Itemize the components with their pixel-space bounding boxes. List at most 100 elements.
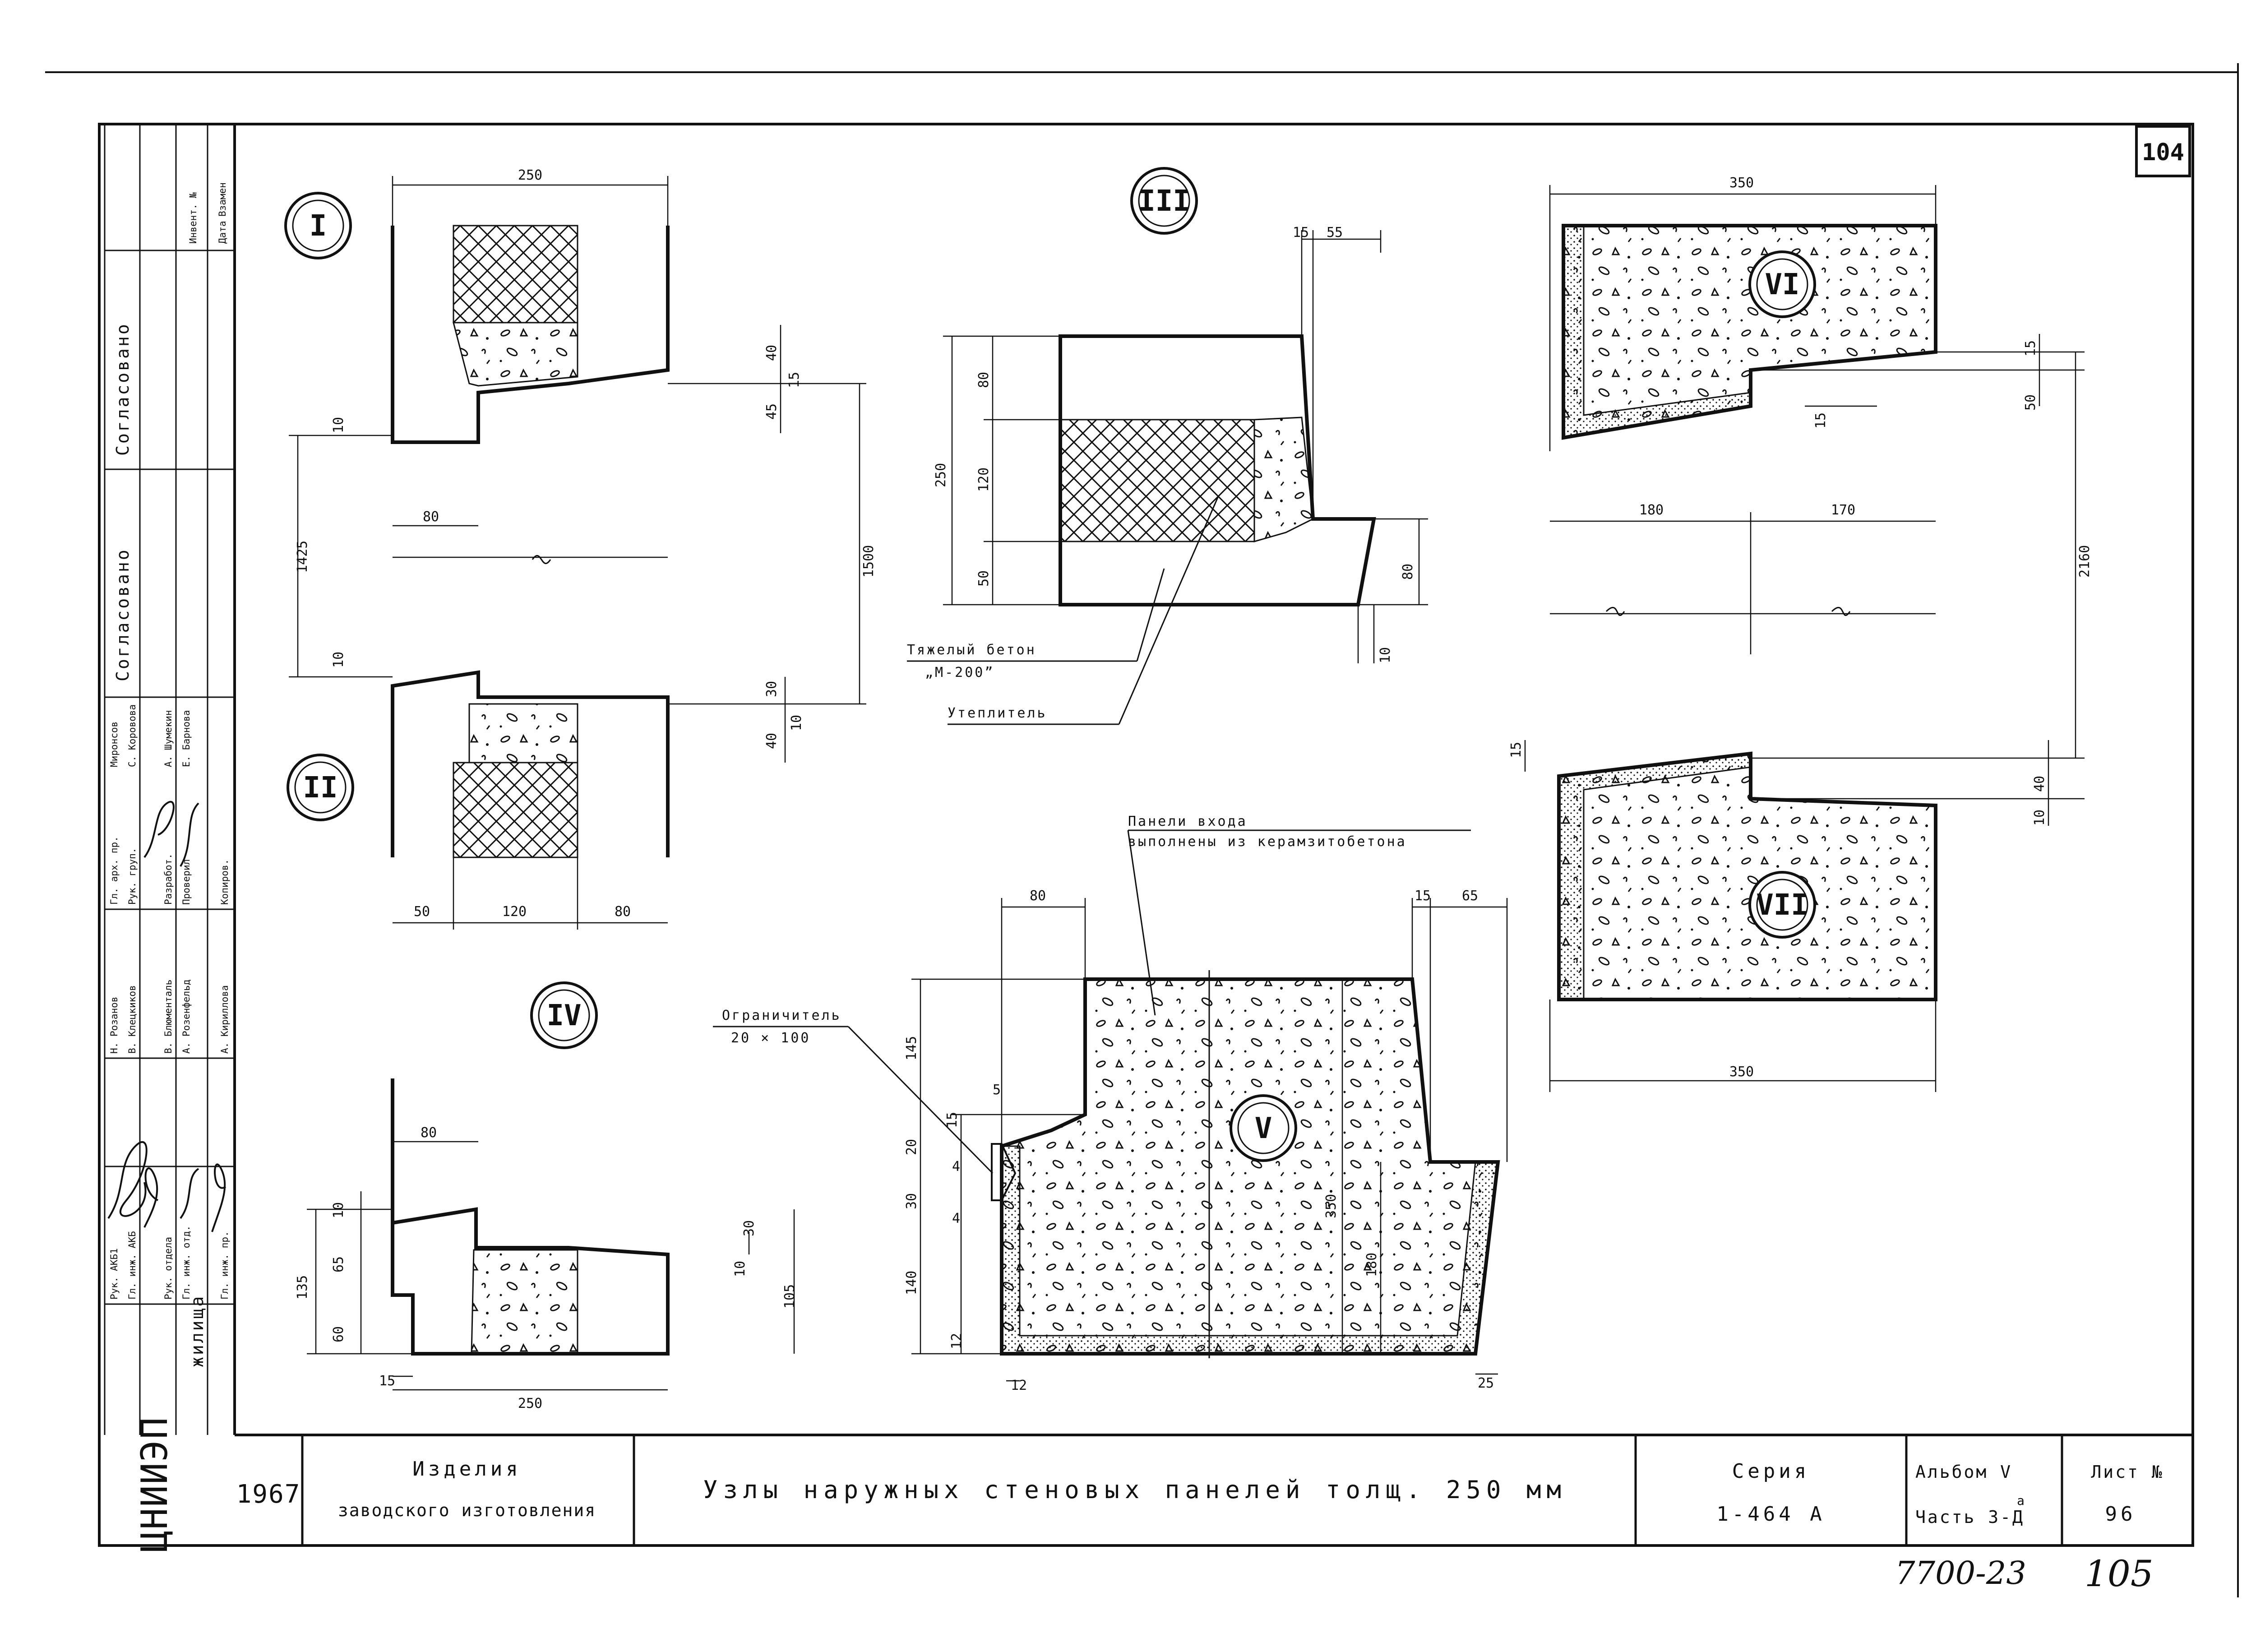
svg-text:145: 145 — [904, 1036, 920, 1060]
node-i-ii-dimensions: 250 40 45 15 10 80 1425 1500 10 30 40 10… — [295, 167, 877, 920]
svg-text:55: 55 — [1327, 225, 1343, 241]
node-iii-dimensions: 250 80 120 50 15 55 80 10 Тяжелый бетон … — [907, 225, 1416, 721]
side-stamp: Дата Инвент. № Взамен Согласовано Соглас… — [104, 124, 236, 1435]
svg-text:65: 65 — [331, 1256, 347, 1273]
svg-text:250: 250 — [518, 1396, 542, 1411]
node-iv-marker: IV — [530, 981, 598, 1049]
stamp-name2-1: Миронсов — [109, 722, 120, 767]
svg-text:350: 350 — [1323, 1194, 1339, 1218]
sheet-label: Лист № — [2091, 1462, 2164, 1482]
svg-text:10: 10 — [789, 715, 804, 731]
archive-page: 105 — [2085, 1553, 2154, 1595]
corner-sheet-number: 104 — [2135, 125, 2191, 177]
svg-text:120: 120 — [976, 467, 992, 492]
org-logo: ЦНИИЭП — [134, 1416, 176, 1552]
archive-code: 7700-23 — [1895, 1555, 2026, 1592]
svg-text:15: 15 — [786, 372, 802, 388]
stamp-name-2: В. Клецкиков — [127, 985, 138, 1054]
part-line: Часть 3-Д — [1915, 1507, 2025, 1527]
svg-text:40: 40 — [2032, 776, 2048, 792]
svg-text:15: 15 — [379, 1373, 395, 1389]
node-iv-detail — [307, 1078, 795, 1391]
node-vii-marker: VII — [1748, 871, 1816, 939]
callout-limiter: Ограничитель — [722, 1008, 841, 1023]
svg-text:15: 15 — [1293, 225, 1309, 241]
svg-text:180: 180 — [1639, 502, 1664, 518]
svg-text:4: 4 — [952, 1159, 960, 1175]
svg-text:45: 45 — [764, 403, 780, 420]
stamp-role2-1: Гл. арх. пр. — [109, 836, 120, 905]
svg-text:1425: 1425 — [295, 541, 310, 573]
svg-text:50: 50 — [414, 904, 430, 920]
svg-text:30: 30 — [764, 681, 780, 697]
svg-text:30: 30 — [904, 1193, 920, 1209]
node-v-marker: V — [1230, 1094, 1297, 1162]
svg-text:104: 104 — [2142, 139, 2184, 166]
product-line-1: Изделия — [412, 1458, 521, 1481]
svg-text:5: 5 — [993, 1082, 1001, 1098]
svg-text:10: 10 — [331, 417, 347, 433]
node-i-ii-detail — [289, 176, 866, 930]
callout-limiter-size: 20 × 100 — [731, 1030, 811, 1046]
svg-text:10: 10 — [331, 1202, 347, 1218]
stamp-name2-4: Е. Барнова — [181, 710, 192, 767]
stamp-name-1: Н. Розанов — [109, 997, 120, 1054]
svg-text:20: 20 — [904, 1139, 920, 1155]
sheet-value: 96 — [2105, 1503, 2136, 1526]
svg-text:10: 10 — [1378, 647, 1393, 663]
svg-text:II: II — [303, 771, 337, 805]
node-vi-vii-detail — [1524, 185, 2085, 1092]
svg-text:80: 80 — [615, 904, 631, 920]
svg-text:I: I — [310, 209, 327, 243]
svg-text:V: V — [1255, 1112, 1272, 1145]
signature-marks — [107, 801, 227, 1232]
callout-heavy-concrete: Тяжелый бетон — [907, 642, 1036, 658]
svg-text:15: 15 — [944, 1112, 960, 1128]
svg-text:80: 80 — [1030, 888, 1046, 904]
stamp-approved-2: Согласовано — [113, 548, 133, 681]
node-v-dimensions: 80 15 65 145 5 20 15 4 30 4 140 12 12 35… — [722, 814, 1494, 1393]
svg-text:1500: 1500 — [861, 545, 877, 578]
product-line-2: заводского изготовления — [338, 1500, 596, 1520]
stamp-role2-2: Рук. груп. — [127, 848, 138, 905]
stamp-role2-3: Разработ. — [163, 853, 174, 905]
svg-text:III: III — [1138, 185, 1190, 218]
svg-text:250: 250 — [933, 463, 949, 487]
callout-expanded-clay: выполнены из керамзитобетона — [1128, 834, 1407, 850]
svg-text:80: 80 — [423, 509, 439, 525]
svg-text:25: 25 — [1478, 1375, 1494, 1391]
stamp-name-4: А. Розенфельд — [181, 980, 192, 1054]
svg-text:15: 15 — [2023, 340, 2039, 356]
svg-text:12: 12 — [1011, 1378, 1027, 1393]
svg-text:350: 350 — [1729, 1064, 1754, 1080]
callout-entry-panels: Панели входа — [1128, 814, 1248, 829]
node-v-detail — [713, 829, 1508, 1382]
stamp-role2-4: Проверил — [181, 859, 192, 905]
svg-text:105: 105 — [782, 1284, 798, 1309]
org-subtitle: жилища — [187, 1295, 207, 1367]
svg-text:2160: 2160 — [2077, 545, 2093, 578]
stamp-date: Дата — [217, 221, 228, 244]
node-i-marker: I — [284, 192, 352, 259]
svg-text:IV: IV — [546, 999, 581, 1032]
svg-text:VII: VII — [1756, 888, 1808, 922]
svg-text:50: 50 — [2023, 394, 2039, 411]
album-line: Альбом V — [1915, 1462, 2012, 1482]
node-iii-detail — [907, 230, 1428, 725]
stamp-role-3: Рук. отдела — [163, 1237, 174, 1300]
node-ii-marker: II — [287, 754, 354, 821]
stamp-role2-5: Копиров. — [219, 859, 230, 905]
stamp-replaces: Взамен — [217, 182, 228, 217]
stamp-name2-3: А. Шумекин — [163, 710, 174, 767]
node-vi-marker: VI — [1748, 250, 1816, 318]
svg-text:120: 120 — [502, 904, 527, 920]
stamp-name-3: В. Блюменталь — [163, 980, 174, 1054]
stamp-role-2: Гл. инж. АКБ — [127, 1231, 138, 1300]
part-superscript: а — [2017, 1493, 2025, 1508]
stamp-inventory: Инвент. № — [188, 192, 199, 244]
stamp-name-5: А. Кириллова — [219, 985, 230, 1054]
node-iii-marker: III — [1130, 167, 1198, 235]
year: 1967 — [236, 1480, 301, 1509]
svg-text:15: 15 — [1415, 888, 1431, 904]
